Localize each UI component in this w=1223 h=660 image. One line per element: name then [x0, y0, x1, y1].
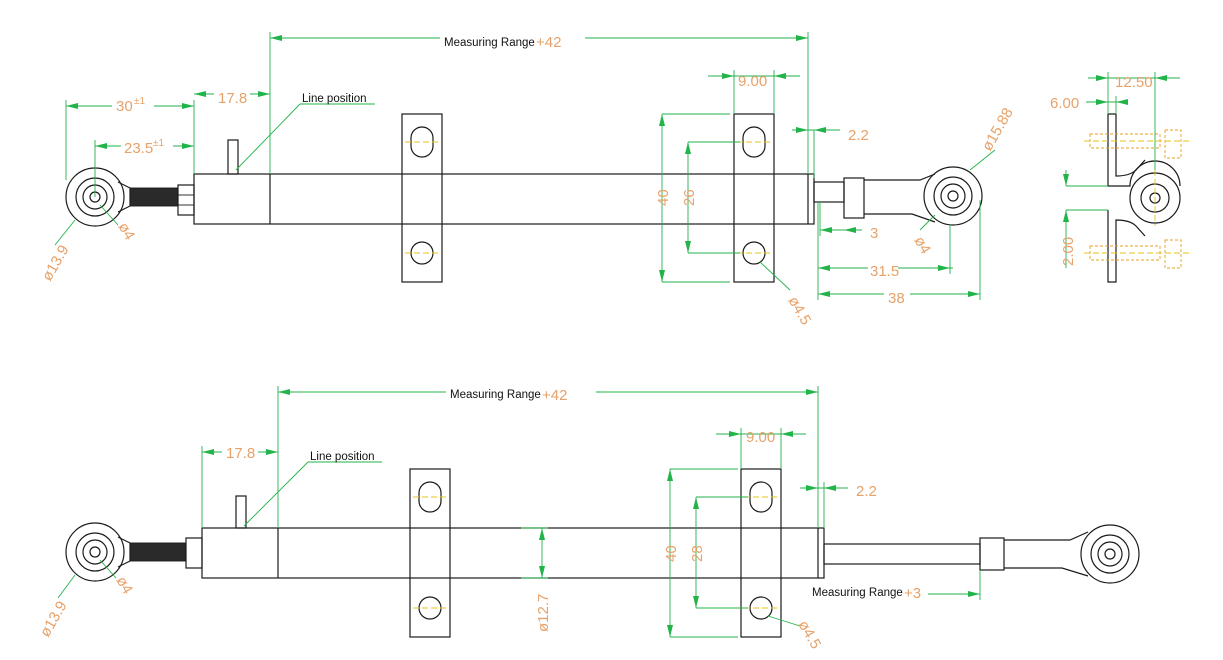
- dim-phi4-5-bottom: ø4.5: [795, 618, 825, 652]
- dim-phi4-bottom: ø4: [113, 574, 136, 598]
- dim-phi4-left-top: ø4: [115, 220, 138, 244]
- nut-right-bottom: [979, 537, 1005, 571]
- pin-bottom: [235, 495, 247, 529]
- bracket-right: [733, 113, 775, 283]
- dim-23-5-tol: ±1: [153, 138, 164, 149]
- dim-30: 30: [116, 98, 133, 115]
- line-position-bottom: Line position: [310, 451, 375, 463]
- dim-26-top: 26: [681, 189, 698, 206]
- side-view: 12.50 6.00 2.00: [1050, 72, 1190, 283]
- housing-body: [193, 173, 815, 225]
- nut-left-bottom: [185, 537, 203, 569]
- rod-end-left-outer-bottom: [65, 522, 125, 582]
- measuring-range-label-top: Measuring Range: [444, 37, 535, 49]
- dim-2-2-top: 2.2: [848, 127, 869, 144]
- dim-17-8-bottom: 17.8: [226, 445, 255, 462]
- dim-23-5: 23.5: [124, 140, 153, 157]
- nut-left: [177, 184, 195, 216]
- stroke-label-bottom: Measuring Range: [812, 587, 903, 599]
- dim-28-bottom: 28: [689, 545, 706, 562]
- dim-30-tol: ±1: [134, 96, 145, 107]
- dim-phi12-7: ø12.7: [535, 594, 552, 632]
- line-position-top: Line position: [302, 93, 367, 105]
- threaded-stud-left-bottom: [129, 542, 187, 562]
- measuring-range-add-bottom: +42: [542, 387, 567, 404]
- dim-phi13-9-top: ø13.9: [39, 242, 73, 284]
- dim-40-top: 40: [655, 189, 672, 206]
- pin: [227, 139, 239, 175]
- dim-phi4-right-top: ø4: [911, 234, 934, 258]
- threaded-stud-left: [129, 187, 179, 207]
- rod-end-right-outer-bottom: [1080, 524, 1140, 584]
- dim-12-50: 12.50: [1115, 74, 1153, 91]
- dim-9-00-bottom: 9.00: [746, 429, 775, 446]
- dim-31-5-top: 31.5: [870, 263, 899, 280]
- bracket-left: [401, 113, 443, 283]
- dim-2-00: 2.00: [1060, 237, 1077, 266]
- dim-phi13-9-bottom: ø13.9: [37, 598, 71, 640]
- dim-17-8-top: 17.8: [218, 90, 247, 107]
- bottom-view: Measuring Range +42 17.8 Line position 9…: [37, 382, 1140, 652]
- bracket-left-bottom: [409, 468, 451, 638]
- top-view: Measuring Range +42 30 ±1 23.5 ±1 17.8 L…: [39, 28, 1017, 328]
- nut-right: [843, 177, 865, 219]
- dim-phi15-88: ø15.88: [979, 105, 1017, 154]
- dim-phi4-5-top: ø4.5: [785, 294, 815, 328]
- stroke-add-bottom: +3: [904, 585, 921, 602]
- rod-end-right-outer: [923, 166, 983, 226]
- dim-38-top: 38: [888, 290, 905, 307]
- rod-extended: [823, 543, 981, 565]
- rod-right: [813, 181, 845, 203]
- dim-3-top: 3: [870, 225, 878, 242]
- measuring-range-add-top: +42: [536, 34, 561, 51]
- dim-2-2-bottom: 2.2: [856, 483, 877, 500]
- dim-40-bottom: 40: [663, 545, 680, 562]
- measuring-range-label-bottom: Measuring Range: [450, 389, 541, 401]
- bracket-right-bottom: [740, 468, 782, 638]
- housing-body-bottom: [201, 527, 825, 579]
- dim-6-00: 6.00: [1050, 95, 1079, 112]
- dim-9-00-top: 9.00: [738, 73, 767, 90]
